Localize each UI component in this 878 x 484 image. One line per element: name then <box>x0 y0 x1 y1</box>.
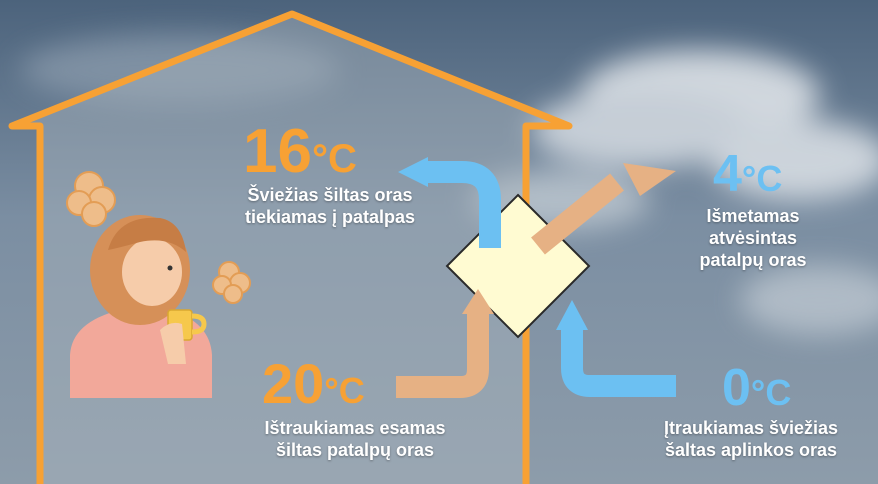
airflow-arrow-icon <box>396 157 676 398</box>
extract-indoor-line2: šiltas patalpų oras <box>275 440 435 460</box>
house-outline <box>8 10 573 484</box>
intake-outdoor-line1: Įtraukiamas šviežias <box>663 418 839 438</box>
supply-indoor-value: 16 <box>243 117 312 186</box>
intake-outdoor-value: 0 <box>722 359 751 417</box>
exhaust-outdoor-value: 4 <box>713 145 742 203</box>
person-drinking-icon <box>70 215 212 398</box>
intake-outdoor-line2: šaltas aplinkos oras <box>664 440 838 460</box>
intake-outdoor-label: Įtraukiamas šviežias šaltas aplinkos ora… <box>626 417 876 461</box>
exhaust-outdoor-label: Išmetamas atvėsintas patalpų oras <box>668 205 838 271</box>
steam-puff-icon <box>212 261 251 304</box>
extract-indoor-unit: °C <box>324 370 365 411</box>
extract-indoor-temp: 20°C <box>262 356 365 412</box>
intake-outdoor-temp: 0°C <box>722 362 791 414</box>
exhaust-outdoor-line3: patalpų oras <box>699 250 807 270</box>
steam-puff-icon <box>66 171 116 227</box>
supply-indoor-label: Šviežias šiltas oras tiekiamas į patalpa… <box>210 184 450 228</box>
exhaust-outdoor-line1: Išmetamas <box>706 206 800 226</box>
supply-indoor-unit: °C <box>311 137 357 181</box>
supply-indoor-line1: Šviežias šiltas oras <box>247 185 413 205</box>
exhaust-outdoor-line2: atvėsintas <box>708 228 798 248</box>
extract-indoor-value: 20 <box>262 352 325 415</box>
supply-indoor-line2: tiekiamas į patalpas <box>244 207 416 227</box>
extract-indoor-label: Ištraukiamas esamas šiltas patalpų oras <box>220 417 490 461</box>
extract-indoor-line1: Ištraukiamas esamas <box>264 418 446 438</box>
exhaust-outdoor-unit: °C <box>741 158 783 199</box>
intake-outdoor-unit: °C <box>750 372 792 413</box>
exhaust-outdoor-temp: 4°C <box>713 148 782 200</box>
supply-indoor-temp: 16°C <box>243 121 357 183</box>
